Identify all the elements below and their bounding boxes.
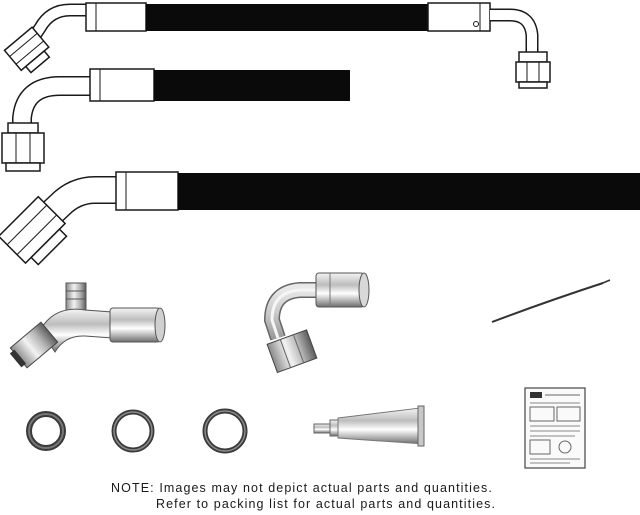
hex-nut-icon xyxy=(3,26,51,74)
instruction-card-icon xyxy=(524,387,586,469)
dipstick-wire-icon xyxy=(491,279,611,323)
o-ring-icon xyxy=(26,411,66,451)
disclaimer-line-2: Refer to packing list for actual parts a… xyxy=(155,497,497,511)
parts-illustration xyxy=(0,2,640,469)
elbow-fitting-icon xyxy=(263,272,370,374)
disclaimer-line-1: NOTE: Images may not depict actual parts… xyxy=(111,481,493,495)
hex-nut-icon xyxy=(1,122,45,172)
hose-assembly-1 xyxy=(3,2,551,89)
hex-nut-icon xyxy=(515,51,551,89)
hose-assembly-2 xyxy=(1,68,350,172)
charge-port-fitting-icon xyxy=(9,282,166,369)
o-ring-icon xyxy=(202,408,248,454)
hex-nut-icon xyxy=(0,195,68,266)
o-ring-icon xyxy=(111,409,155,453)
hose-assembly-3 xyxy=(0,171,640,266)
lubricant-tube-icon xyxy=(313,405,425,447)
